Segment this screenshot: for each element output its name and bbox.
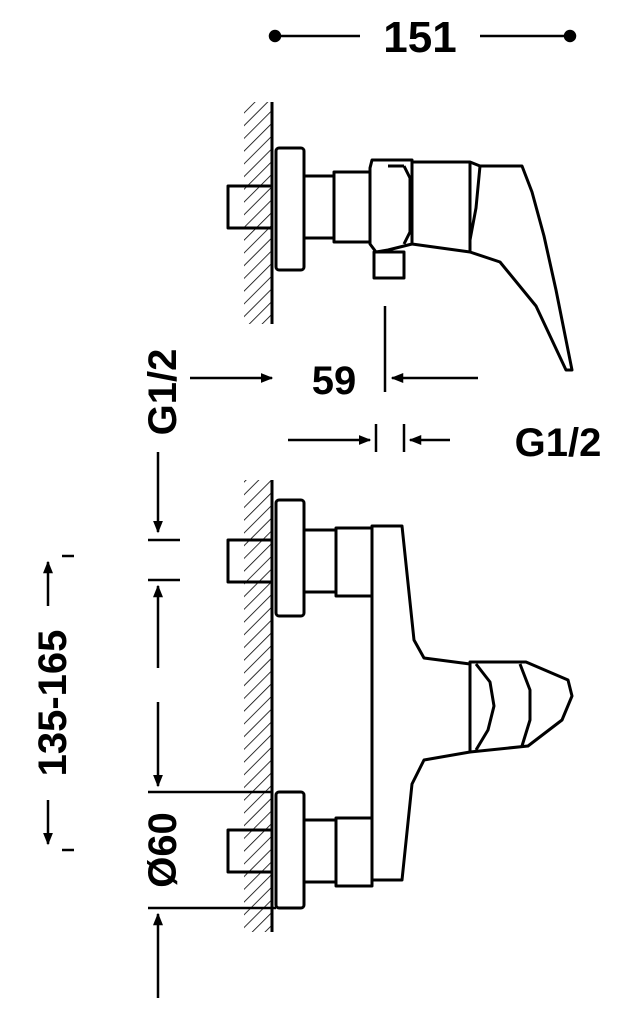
valve-body-top (368, 158, 414, 254)
wall-stub-top (226, 184, 274, 230)
dim-label-g12-vertical: G1/2 (141, 349, 185, 436)
outlet-stub-top (372, 250, 406, 280)
escutcheon-upper (274, 498, 306, 618)
side-view (226, 102, 574, 372)
wall-hatch-bottom (244, 480, 272, 932)
dim-label-59: 59 (312, 359, 357, 403)
wall-stub-lower (226, 828, 274, 874)
valve-body-front (370, 524, 472, 882)
eccentric-collar-top (332, 170, 372, 244)
eccentric-collar-lower (334, 816, 374, 888)
dim-label-135-165: 135-165 (31, 630, 75, 777)
eccentric-nut-lower (302, 818, 338, 884)
front-view (226, 480, 574, 932)
escutcheon-top (274, 146, 306, 272)
eccentric-nut-upper (302, 528, 338, 594)
dim-label-151: 151 (383, 13, 456, 62)
dim-label-g12-right: G1/2 (515, 421, 602, 465)
handle-cap-front (468, 660, 574, 754)
escutcheon-lower (274, 790, 306, 910)
wall-stub-upper (226, 538, 274, 584)
wall-hatch-top (244, 102, 272, 324)
eccentric-nut-top (302, 174, 336, 240)
lever-side (410, 160, 574, 372)
dim-label-diameter-60: Ø60 (141, 812, 185, 888)
dimension-lines (43, 29, 577, 998)
eccentric-collar-upper (334, 526, 374, 598)
